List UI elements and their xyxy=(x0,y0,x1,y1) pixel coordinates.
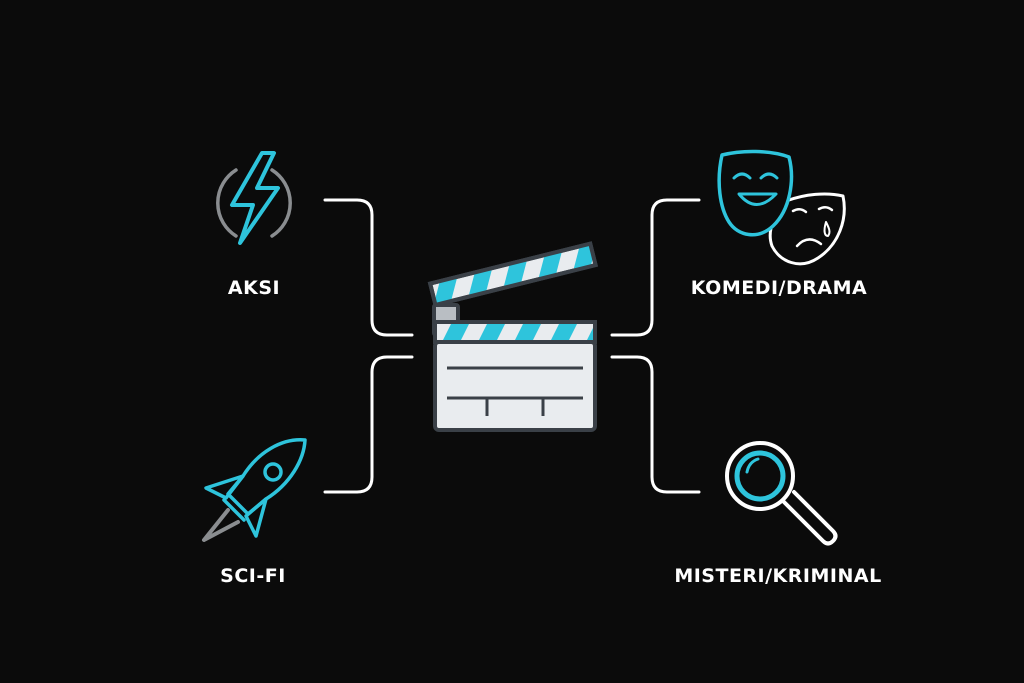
clapper-board xyxy=(433,340,597,432)
label-misteri-kriminal: MISTERI/KRIMINAL xyxy=(674,565,882,587)
theater-masks-icon xyxy=(717,149,846,266)
glass-handle xyxy=(782,490,838,546)
magnifying-glass-icon xyxy=(725,441,838,546)
connector-scifi xyxy=(323,355,414,494)
lens-inner xyxy=(734,450,786,502)
rocket-fin-left xyxy=(204,474,245,500)
connector-aksi xyxy=(323,198,414,337)
lens-outer xyxy=(725,441,795,511)
circle-arc-right xyxy=(270,168,292,238)
lens-glare xyxy=(745,457,760,474)
rocket-body xyxy=(226,438,307,516)
rocket-icon xyxy=(202,438,307,542)
rocket-nozzle xyxy=(222,498,246,522)
connector-misteri xyxy=(610,355,701,494)
label-aksi: AKSI xyxy=(227,277,281,299)
rocket-window xyxy=(263,462,283,482)
label-sci-fi: SCI-FI xyxy=(220,565,286,587)
connector-komedi xyxy=(610,198,701,337)
connector-lines xyxy=(323,198,701,494)
tragedy-mask xyxy=(768,192,846,266)
comedy-mask xyxy=(717,149,794,237)
lightning-bolt-icon xyxy=(216,151,292,245)
circle-arc-left xyxy=(216,168,238,238)
clapperboard-icon xyxy=(427,241,599,432)
clapper-stripes xyxy=(442,322,595,342)
rocket-fin-right xyxy=(244,497,268,538)
label-komedi-drama: KOMEDI/DRAMA xyxy=(690,277,868,299)
bolt-shape xyxy=(230,151,280,245)
rocket-flame xyxy=(202,508,240,542)
clapper-arm xyxy=(427,241,599,308)
